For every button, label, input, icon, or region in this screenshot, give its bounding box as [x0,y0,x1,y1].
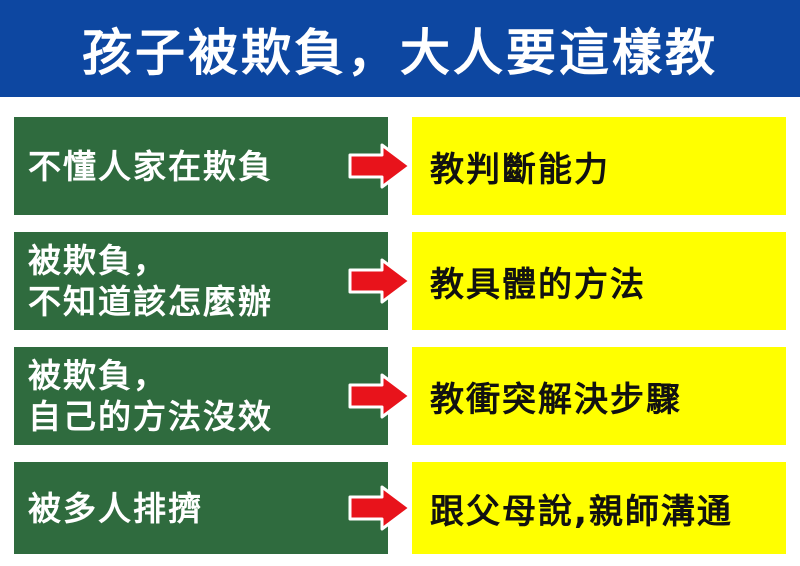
problem-box: 被欺負， 不知道該怎麼辦 [14,232,388,330]
right-arrow-icon [348,373,412,419]
problem-box: 被多人排擠 [14,462,388,554]
solution-text: 教具體的方法 [430,264,646,305]
problem-text-line-1: 被欺負， [28,356,168,395]
solution-text: 教判斷能力 [430,149,610,190]
problem-text: 不懂人家在欺負 [28,146,273,186]
right-arrow-icon [348,143,412,189]
problem-text-line-2: 不知道該怎麼辦 [28,282,273,321]
problem-box: 不懂人家在欺負 [14,117,388,215]
right-arrow-icon [348,258,412,304]
solution-box: 教具體的方法 [412,232,786,330]
problem-text-line-2: 自己的方法沒效 [28,397,273,436]
advice-row-2: 被欺負， 不知道該怎麼辦 教具體的方法 [0,232,800,330]
right-arrow-icon [348,485,412,531]
advice-row-3: 被欺負， 自己的方法沒效 教衝突解決步驟 [0,347,800,445]
title-banner: 孩子被欺負，大人要這樣教 [0,0,800,97]
page-title: 孩子被欺負，大人要這樣教 [82,23,718,82]
problem-text-line-1: 被欺負， [28,241,168,280]
solution-text: 跟父母說,親師溝通 [430,491,733,532]
solution-box: 跟父母說,親師溝通 [412,462,786,554]
solution-box: 教衝突解決步驟 [412,347,786,445]
problem-box: 被欺負， 自己的方法沒效 [14,347,388,445]
problem-text: 被多人排擠 [28,488,203,528]
advice-row-4: 被多人排擠 跟父母說,親師溝通 [0,462,800,554]
advice-row-1: 不懂人家在欺負 教判斷能力 [0,117,800,215]
solution-text: 教衝突解決步驟 [430,379,682,420]
solution-box: 教判斷能力 [412,117,786,215]
